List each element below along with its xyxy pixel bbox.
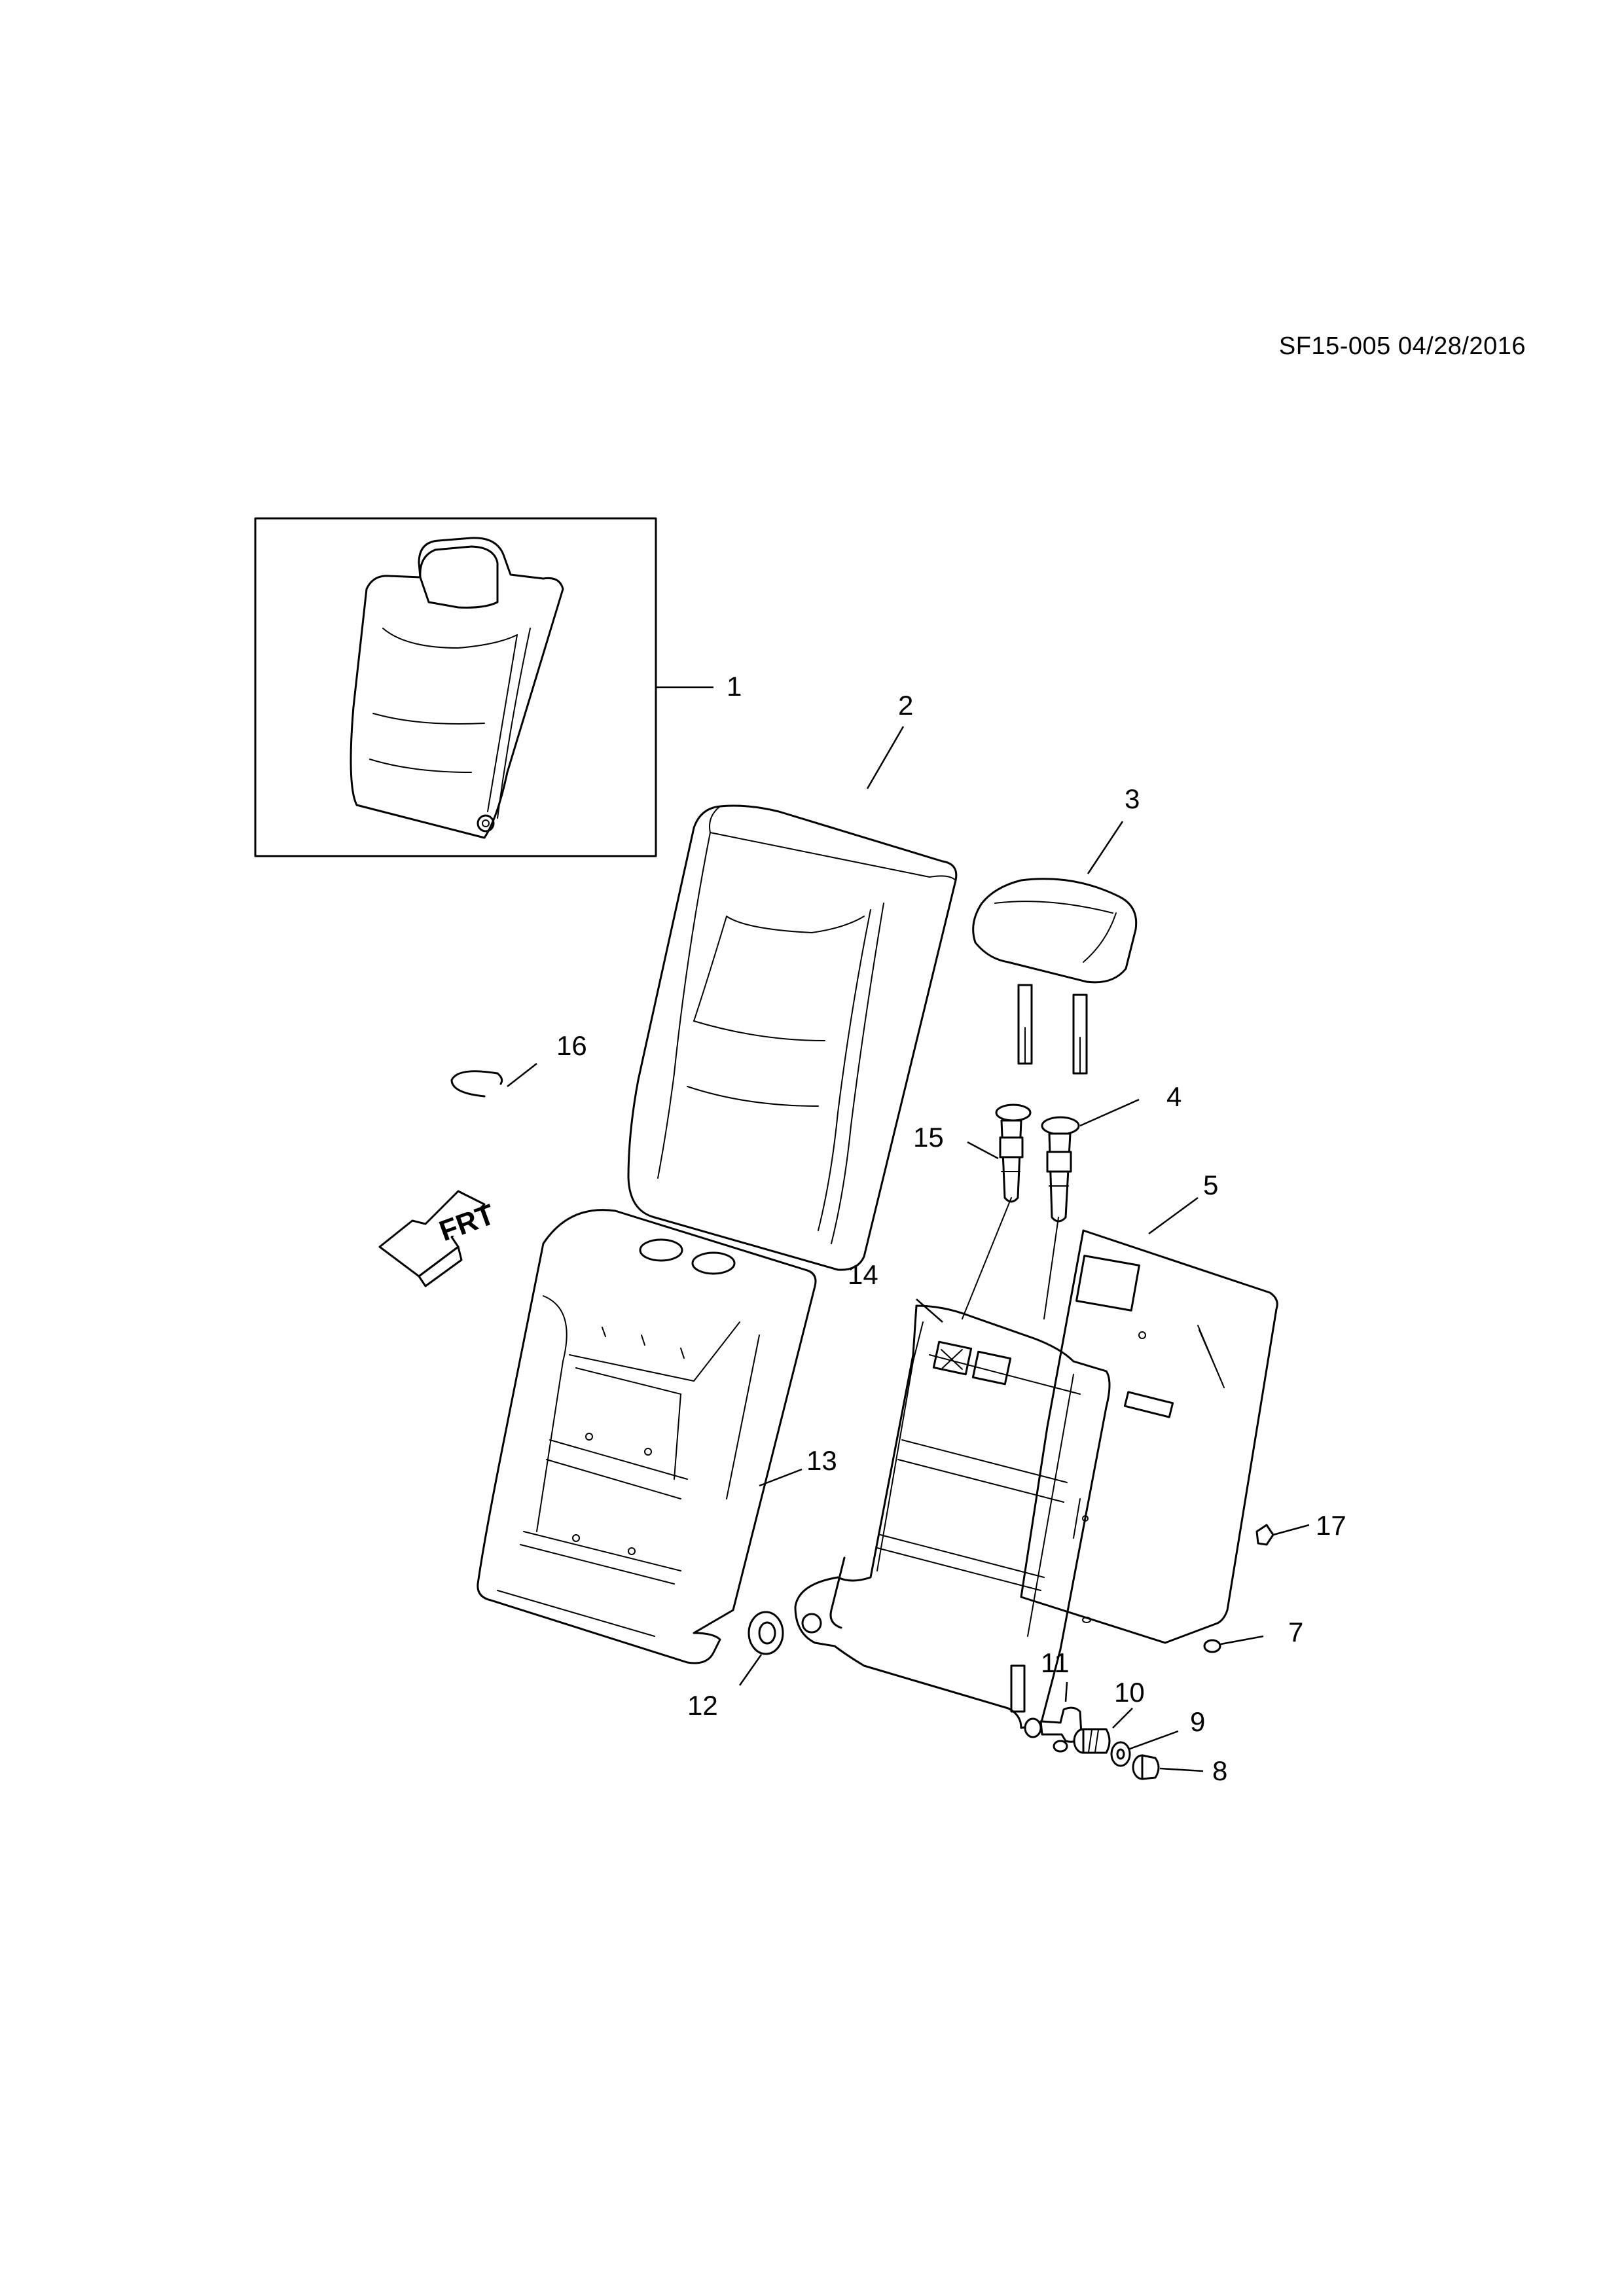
- part-12-bushing: [738, 1611, 784, 1686]
- leader-14: [916, 1299, 943, 1323]
- leader-9: [1129, 1730, 1179, 1750]
- leader-3: [1087, 821, 1124, 874]
- callout-1: 1: [727, 671, 742, 702]
- part-8-bolt: [1132, 1754, 1204, 1780]
- assembly-inset: [254, 517, 713, 857]
- part-14-seatback-frame: [794, 1299, 1111, 1729]
- callout-10: 10: [1114, 1677, 1145, 1708]
- document-reference: SF15-005 04/28/2016: [1278, 332, 1526, 360]
- callout-3: 3: [1125, 783, 1140, 814]
- callout-8: 8: [1212, 1755, 1227, 1786]
- part-16-clip-ring: [450, 1063, 537, 1098]
- inset-frame: [254, 517, 657, 857]
- callout-17: 17: [1316, 1510, 1346, 1541]
- leader-2: [866, 726, 905, 789]
- part-7-grommet: [1203, 1635, 1264, 1653]
- callout-14: 14: [848, 1259, 878, 1290]
- callout-7: 7: [1288, 1617, 1303, 1647]
- leader-5: [1148, 1196, 1199, 1235]
- part-11-pivot-pin: [1024, 1681, 1083, 1753]
- callout-4: 4: [1166, 1081, 1182, 1112]
- callout-5: 5: [1203, 1170, 1218, 1200]
- callout-12: 12: [687, 1690, 718, 1721]
- leader-4: [1079, 1098, 1140, 1127]
- part-4-headrest-guide: [1041, 1098, 1140, 1319]
- leader-7: [1220, 1635, 1264, 1645]
- part-10-spring: [1073, 1708, 1133, 1754]
- part-13-seatback-foam: [477, 1209, 817, 1664]
- leader-10: [1112, 1708, 1133, 1729]
- part-2-seatback-pad: [627, 726, 958, 1271]
- callout-13: 13: [806, 1445, 837, 1476]
- leader-8: [1159, 1767, 1204, 1772]
- callout-9: 9: [1190, 1706, 1205, 1737]
- callout-11: 11: [1041, 1647, 1070, 1678]
- part-17-clip: [1255, 1524, 1310, 1546]
- leader-15: [967, 1141, 999, 1160]
- leader-16: [507, 1063, 537, 1087]
- leader-13: [759, 1468, 803, 1487]
- part-15-headrest-guide-locking: [962, 1103, 1032, 1319]
- part-9-washer: [1110, 1730, 1179, 1767]
- part-3-head-restraint: [972, 821, 1138, 1075]
- leader-17: [1272, 1524, 1310, 1536]
- callout-2: 2: [898, 690, 913, 721]
- callout-15: 15: [913, 1122, 944, 1153]
- callout-16: 16: [556, 1030, 587, 1061]
- part-5-seatback-panel: [1020, 1196, 1278, 1644]
- leader-12: [738, 1654, 763, 1686]
- assembled-seatback-drawing: [350, 537, 564, 839]
- leader-11: [1064, 1681, 1068, 1702]
- front-direction-arrow: FRT: [378, 1190, 499, 1287]
